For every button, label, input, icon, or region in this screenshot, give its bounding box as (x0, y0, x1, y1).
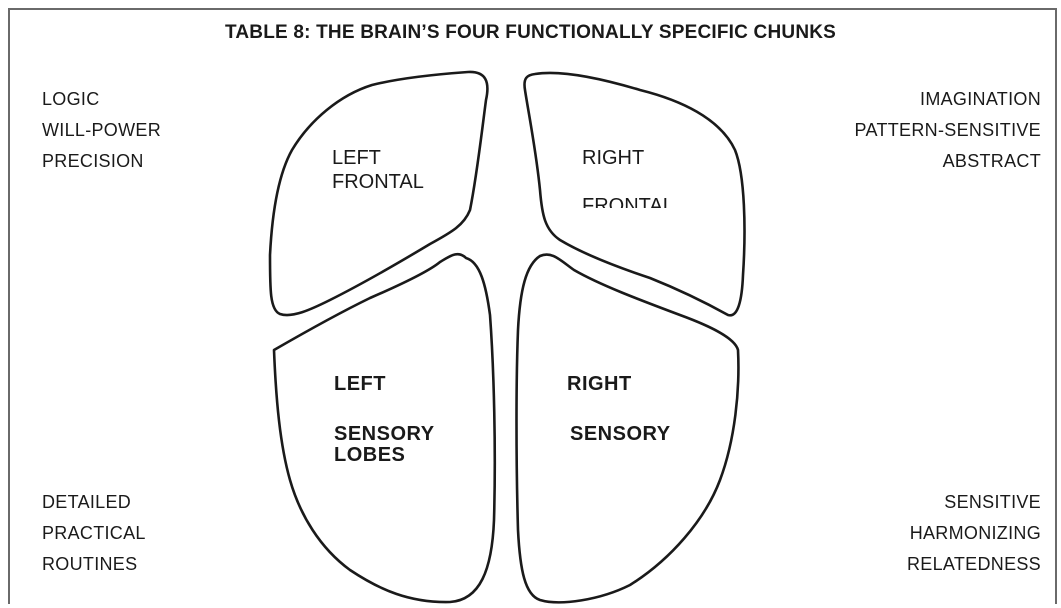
label-left-sensory-2: SENSORY (334, 424, 435, 444)
label-left-frontal-1: LEFT (332, 146, 381, 170)
label-right-sensory-1: RIGHT (567, 372, 632, 396)
label-left-sensory-1: LEFT (334, 372, 386, 396)
label-left-frontal-2: FRONTAL (332, 170, 424, 194)
label-left-sensory-3: LOBES (334, 445, 405, 465)
label-right-frontal-1: RIGHT (582, 146, 644, 170)
label-right-sensory-2: SENSORY (570, 424, 671, 444)
label-right-frontal-2: FRONTAL (582, 194, 674, 208)
